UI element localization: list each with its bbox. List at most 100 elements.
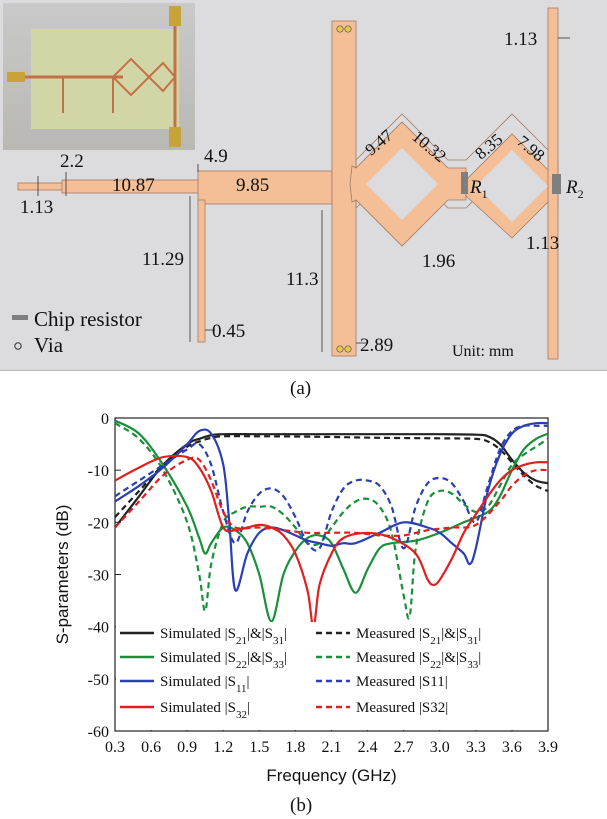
legend-text: Simulated |S <box>160 700 236 716</box>
dimension-lines <box>37 37 570 352</box>
legend-text: |&|S <box>247 626 273 642</box>
series-line-8 <box>114 456 549 537</box>
open-stub-11-29 <box>197 199 206 343</box>
dim-1-13-top: 1.13 <box>504 29 538 50</box>
y-tick-label: -60 <box>88 724 109 741</box>
via-legend-icon <box>14 342 22 350</box>
x-tick-label: 0.9 <box>177 739 197 756</box>
y-tick-label: -10 <box>88 463 109 480</box>
legend-label-3: Simulated |S22|&|S33| <box>160 650 287 671</box>
x-tick-label: 2.1 <box>322 739 342 756</box>
caption-a: (a) <box>290 378 312 399</box>
series-line-7 <box>114 454 549 628</box>
legend-subscript: 22 <box>430 659 441 671</box>
dim-1-13-left: 1.13 <box>20 197 54 218</box>
r1-label: R1 <box>470 177 488 201</box>
sma-connector-left <box>7 72 25 82</box>
legend-subscript: 32 <box>236 709 247 721</box>
series-line-2 <box>114 435 549 518</box>
dim-4-9: 4.9 <box>204 146 228 167</box>
chip-resistor-legend-icon <box>12 315 28 320</box>
legend-text: Simulated |S <box>160 650 236 666</box>
legend-text: | <box>478 650 481 666</box>
legend-text: |&|S <box>247 650 273 666</box>
via-icon <box>344 25 352 33</box>
port1-feed <box>17 182 67 191</box>
dim-1-96: 1.96 <box>422 251 456 272</box>
legend-subscript: 11 <box>236 683 247 695</box>
x-tick-label: 0.3 <box>105 739 125 756</box>
resistor-r2 <box>552 174 561 194</box>
x-axis-label: Frequency (GHz) <box>266 766 396 785</box>
legend-subscript: 31 <box>467 635 478 647</box>
ring-left-hole <box>366 148 438 220</box>
via-icon <box>344 345 352 353</box>
legend-text: | <box>284 626 287 642</box>
sma-connector-bottom <box>169 127 181 147</box>
legend-subscript: 33 <box>273 659 285 671</box>
pcb-board <box>31 29 179 129</box>
legend-label-2: Measured |S21|&|S31| <box>356 626 481 647</box>
legend-text: Measured <box>356 674 419 690</box>
legend-via: Via <box>34 333 64 357</box>
legend-text: |S11| <box>419 674 448 690</box>
legend-subscript: 21 <box>430 635 441 647</box>
dim-11-3: 11.3 <box>286 269 319 290</box>
y-tick-label: 0 <box>101 411 109 428</box>
dim-10-87: 10.87 <box>112 175 155 196</box>
dim-0-45: 0.45 <box>212 321 246 342</box>
legend-text: Simulated |S <box>160 674 236 690</box>
r2-label: R2 <box>566 177 584 201</box>
legend-text: | <box>284 650 287 666</box>
legend-label-5: Simulated |S11| <box>160 674 250 695</box>
x-tick-label: 2.4 <box>358 739 378 756</box>
legend-text: Measured |S <box>356 626 430 642</box>
legend-subscript: 22 <box>236 659 247 671</box>
legend-box <box>116 622 547 730</box>
legend-text: | <box>247 674 250 690</box>
legend-text: Simulated |S <box>160 626 236 642</box>
caption-b: (b) <box>290 795 313 816</box>
dim-1-13-mid: 1.13 <box>526 233 560 254</box>
legend-label-6: Measured |S11| <box>356 674 448 690</box>
via-icon <box>336 345 344 353</box>
dim-11-29: 11.29 <box>142 249 185 270</box>
x-tick-label: 2.7 <box>394 739 414 756</box>
legend-chip-resistor: Chip resistor <box>34 307 142 331</box>
legend-text: Measured |S <box>356 650 430 666</box>
y-tick-label: -40 <box>88 620 109 637</box>
prototype-board <box>7 6 181 147</box>
series-line-3 <box>114 419 549 623</box>
ring-right-hole <box>476 150 548 222</box>
y-tick-label: -30 <box>88 568 109 585</box>
divider-layout <box>12 7 570 360</box>
x-tick-label: 1.5 <box>249 739 269 756</box>
legend-text: | <box>247 700 250 716</box>
legend-subscript: 31 <box>273 635 284 647</box>
legend-text: |&|S <box>441 650 467 666</box>
legend-text: Measured <box>356 700 419 716</box>
legend-text: |&|S <box>441 626 467 642</box>
x-tick-label: 1.2 <box>213 739 233 756</box>
layout-figure: 1.13 2.2 10.87 4.9 9.85 11.29 0.45 11.3 … <box>0 0 607 371</box>
series-line-6 <box>114 424 548 552</box>
y-tick-label: -20 <box>88 515 109 532</box>
series-line-5 <box>114 421 549 592</box>
x-tick-label: 1.8 <box>285 739 305 756</box>
prototype-photo <box>3 3 195 150</box>
sma-connector-top <box>169 6 181 26</box>
legend-subscript: 21 <box>236 635 247 647</box>
dim-9-85: 9.85 <box>236 175 270 196</box>
y-axis-label: S-parameters (dB) <box>53 505 72 645</box>
legend-label-4: Measured |S22|&|S33| <box>356 650 481 671</box>
y-tick-label: -50 <box>88 672 109 689</box>
x-tick-label: 3.3 <box>466 739 486 756</box>
legend-label-7: Simulated |S32| <box>160 700 250 721</box>
via-icon <box>336 25 344 33</box>
legend-text: | <box>478 626 481 642</box>
legend-label-8: Measured |S32| <box>356 700 448 716</box>
x-tick-label: 3.9 <box>538 739 558 756</box>
x-tick-label: 0.6 <box>141 739 161 756</box>
